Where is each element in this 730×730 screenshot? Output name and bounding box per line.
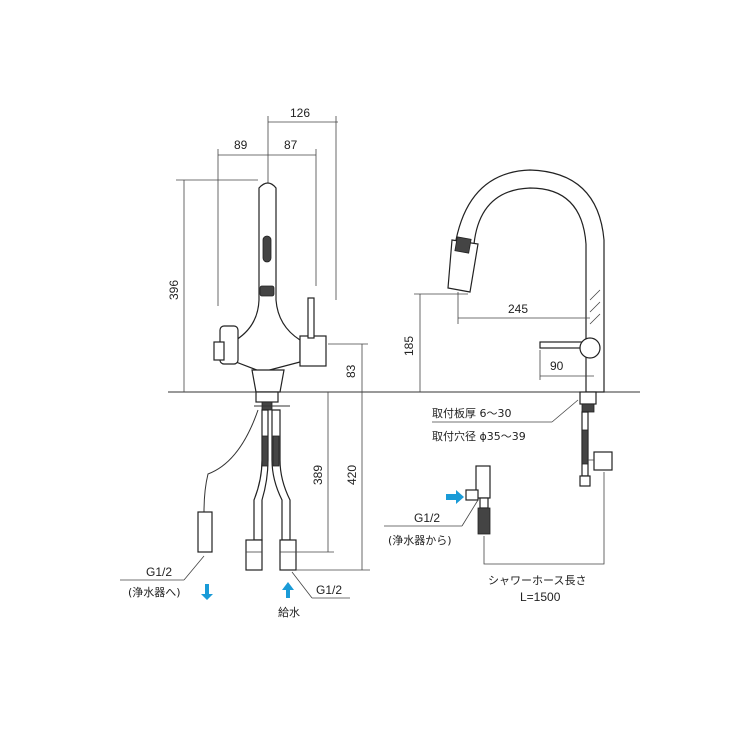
dim-126-label: 126 bbox=[290, 106, 310, 120]
inlet-fitting-right bbox=[279, 539, 297, 571]
filter-outlet-fitting bbox=[197, 511, 213, 553]
hole-diameter-label: 取付穴径 ϕ35～39 bbox=[432, 429, 526, 443]
inlet-thread-label: G1/2 bbox=[316, 583, 342, 597]
branch-thread-label: G1/2 bbox=[414, 511, 440, 525]
hose-length-title: シャワーホース長さ bbox=[488, 574, 586, 587]
spray-head-window bbox=[262, 235, 272, 263]
faucet-spout-side bbox=[455, 169, 605, 393]
branch-fitting: G1/2 (浄水器から) シャワーホース長さ L=1500 bbox=[384, 465, 605, 604]
right-lever bbox=[307, 297, 315, 339]
inflow-arrow-icon bbox=[446, 490, 464, 504]
filter-outlet-hose bbox=[203, 409, 259, 513]
dim-89-label: 89 bbox=[234, 138, 248, 152]
dim-83-label: 83 bbox=[344, 364, 358, 378]
side-view: 185 245 90 取付板厚 6～30 取付穴径 ϕ35～39 bbox=[402, 169, 613, 487]
dim-185-label: 185 bbox=[402, 336, 416, 356]
outlet-thread-label: G1/2 bbox=[146, 565, 172, 579]
side-lever-knob bbox=[579, 337, 601, 359]
right-lever-block bbox=[299, 335, 327, 367]
outlet-arrow-icon bbox=[201, 584, 213, 600]
faucet-spout-front bbox=[235, 182, 301, 373]
dim-396-label: 396 bbox=[167, 280, 181, 300]
plate-thickness-label: 取付板厚 6～30 bbox=[432, 406, 512, 420]
inlet-note-label: 給水 bbox=[278, 605, 300, 619]
spray-head-band bbox=[259, 285, 275, 297]
supply-hose-left bbox=[253, 409, 269, 541]
dim-87-label: 87 bbox=[284, 138, 298, 152]
dim-245-label: 245 bbox=[508, 302, 528, 316]
dim-420-label: 420 bbox=[345, 465, 359, 485]
branch-note-label: (浄水器から) bbox=[388, 533, 452, 547]
dim-389-label: 389 bbox=[311, 465, 325, 485]
inlet-arrow-icon bbox=[282, 582, 294, 598]
dim-90-label: 90 bbox=[550, 359, 564, 373]
hose-length-bracket bbox=[483, 472, 605, 565]
inlet-fitting-left bbox=[245, 539, 263, 571]
outlet-note-label: (浄水器へ) bbox=[128, 585, 181, 599]
front-view: 126 89 87 396 83 bbox=[120, 106, 370, 619]
supply-hose-right bbox=[271, 409, 291, 541]
hose-length-value: L=1500 bbox=[520, 590, 561, 604]
side-hose-weight bbox=[593, 451, 613, 471]
